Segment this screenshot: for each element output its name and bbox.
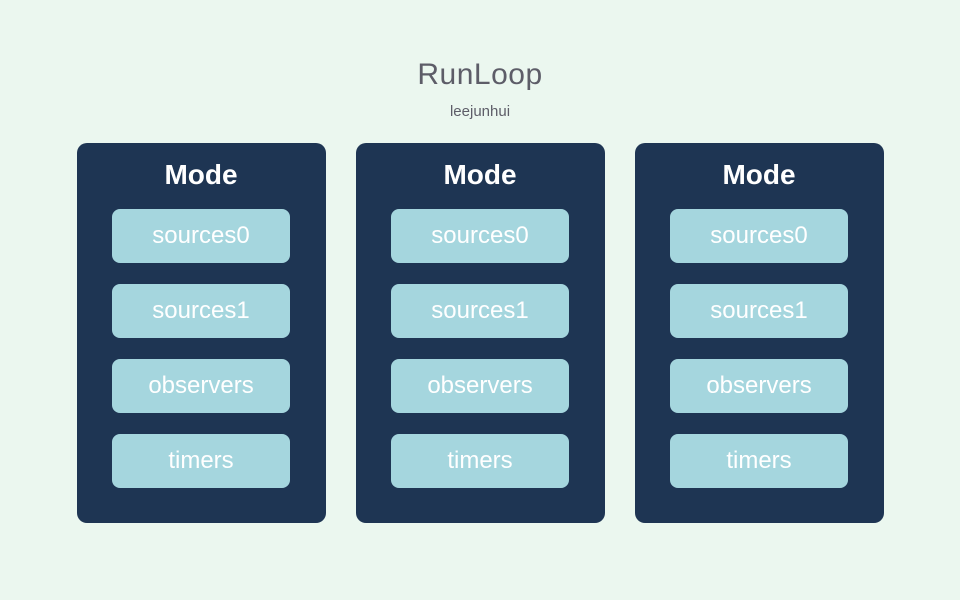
mode-item-sources1: sources1 bbox=[670, 284, 848, 338]
mode-items: sources0 sources1 observers timers bbox=[112, 209, 290, 488]
mode-item-sources0: sources0 bbox=[391, 209, 569, 263]
mode-item-observers: observers bbox=[670, 359, 848, 413]
mode-item-sources1: sources1 bbox=[391, 284, 569, 338]
mode-card-1: Mode sources0 sources1 observers timers bbox=[76, 143, 326, 523]
mode-item-timers: timers bbox=[391, 434, 569, 488]
mode-cards-row: Mode sources0 sources1 observers timers … bbox=[0, 143, 960, 523]
mode-card-title: Mode bbox=[722, 159, 796, 190]
mode-item-observers: observers bbox=[391, 359, 569, 413]
mode-card-3: Mode sources0 sources1 observers timers bbox=[634, 143, 884, 523]
mode-item-timers: timers bbox=[112, 434, 290, 488]
diagram-header: RunLoop leejunhui bbox=[0, 0, 960, 121]
mode-card-title: Mode bbox=[443, 159, 517, 190]
mode-item-timers: timers bbox=[670, 434, 848, 488]
mode-item-sources0: sources0 bbox=[670, 209, 848, 263]
mode-item-observers: observers bbox=[112, 359, 290, 413]
mode-card-2: Mode sources0 sources1 observers timers bbox=[355, 143, 605, 523]
mode-item-sources1: sources1 bbox=[112, 284, 290, 338]
mode-items: sources0 sources1 observers timers bbox=[670, 209, 848, 488]
diagram-subtitle: leejunhui bbox=[449, 103, 511, 120]
mode-items: sources0 sources1 observers timers bbox=[391, 209, 569, 488]
diagram-title: RunLoop bbox=[417, 58, 543, 91]
mode-card-title: Mode bbox=[164, 159, 238, 190]
mode-item-sources0: sources0 bbox=[112, 209, 290, 263]
